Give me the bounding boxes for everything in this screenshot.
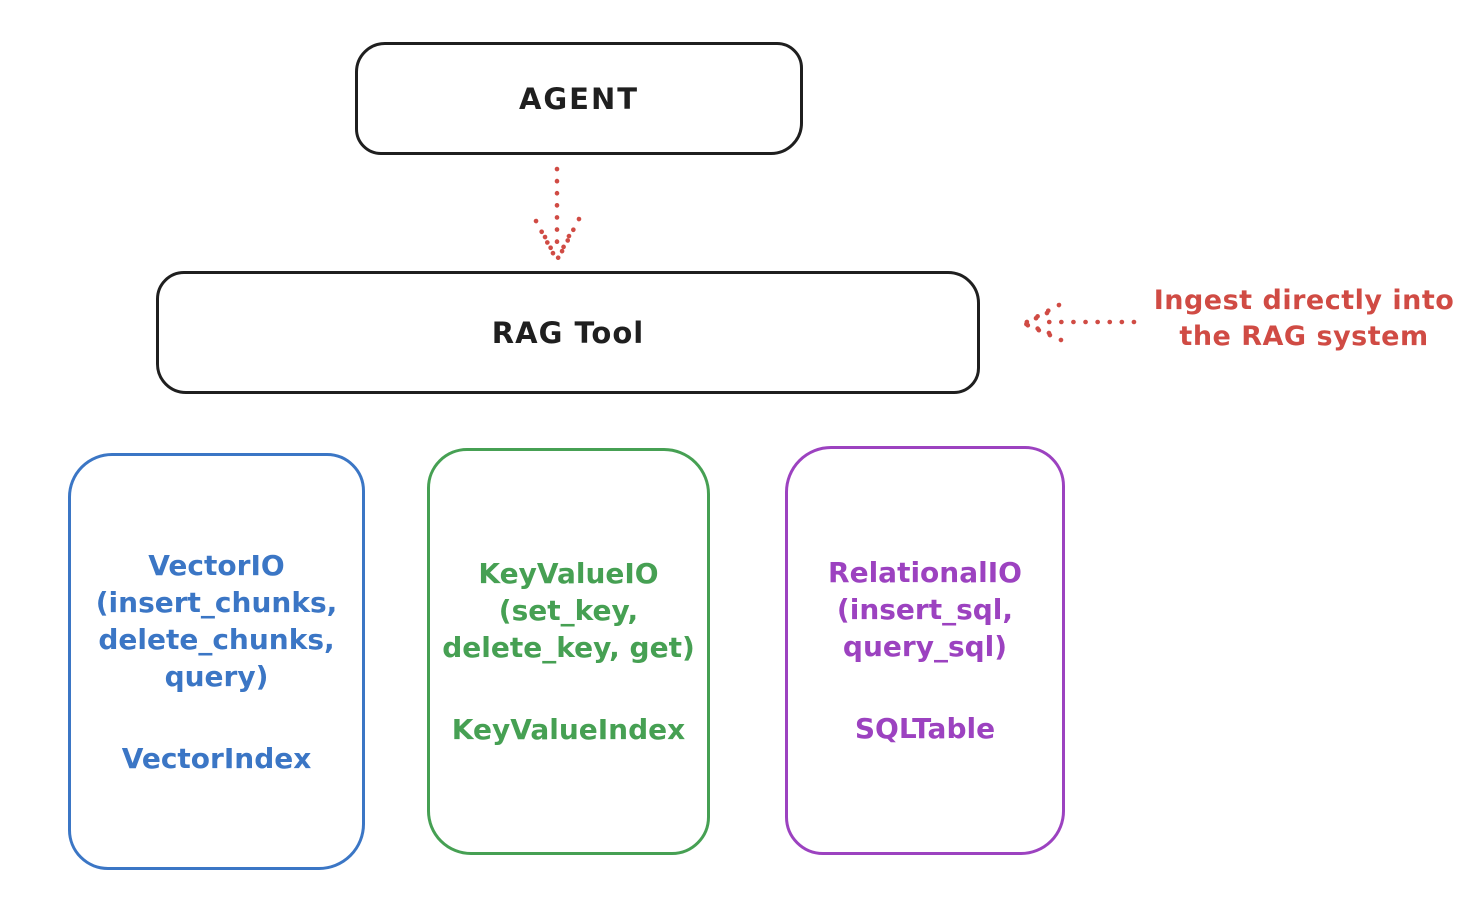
rag-tool-box: RAG Tool <box>156 271 980 394</box>
ingest-annotation: Ingest directly into the RAG system <box>1130 283 1478 355</box>
key-value-io-title: KeyValueIO <box>478 557 659 590</box>
vector-io-functions: VectorIO (insert_chunks, delete_chunks, … <box>96 547 338 695</box>
agent-box: AGENT <box>355 42 803 155</box>
key-value-io-functions: KeyValueIO (set_key, delete_key, get) <box>442 555 695 666</box>
key-value-index-label: KeyValueIndex <box>451 713 686 746</box>
relational-io-functions: RelationalIO (insert_sql, query_sql) <box>828 554 1022 665</box>
arrow-agent-to-ragtool-icon <box>533 166 582 261</box>
rag-tool-label: RAG Tool <box>491 315 645 350</box>
relational-io-box: RelationalIO (insert_sql, query_sql) SQL… <box>785 446 1065 855</box>
key-value-io-line: delete_key, get) <box>442 631 695 664</box>
key-value-io-line: (set_key, <box>498 594 639 627</box>
ingest-annotation-line1: Ingest directly into <box>1153 285 1455 316</box>
ingest-annotation-line2: the RAG system <box>1179 321 1429 352</box>
relational-io-line: query_sql) <box>842 630 1008 663</box>
vector-io-line: delete_chunks, <box>98 622 335 656</box>
vector-io-line: query) <box>164 659 269 693</box>
vector-index-label: VectorIndex <box>121 741 312 775</box>
vector-io-line: (insert_chunks, <box>95 585 338 619</box>
relational-io-title: RelationalIO <box>828 556 1022 589</box>
sql-table-label: SQLTable <box>854 712 996 745</box>
arrow-ingest-to-ragtool-icon <box>1022 302 1137 343</box>
vector-io-box: VectorIO (insert_chunks, delete_chunks, … <box>68 453 365 870</box>
relational-io-line: (insert_sql, <box>836 593 1014 626</box>
agent-label: AGENT <box>518 81 640 116</box>
key-value-io-box: KeyValueIO (set_key, delete_key, get) Ke… <box>427 448 710 855</box>
vector-io-title: VectorIO <box>148 548 285 582</box>
